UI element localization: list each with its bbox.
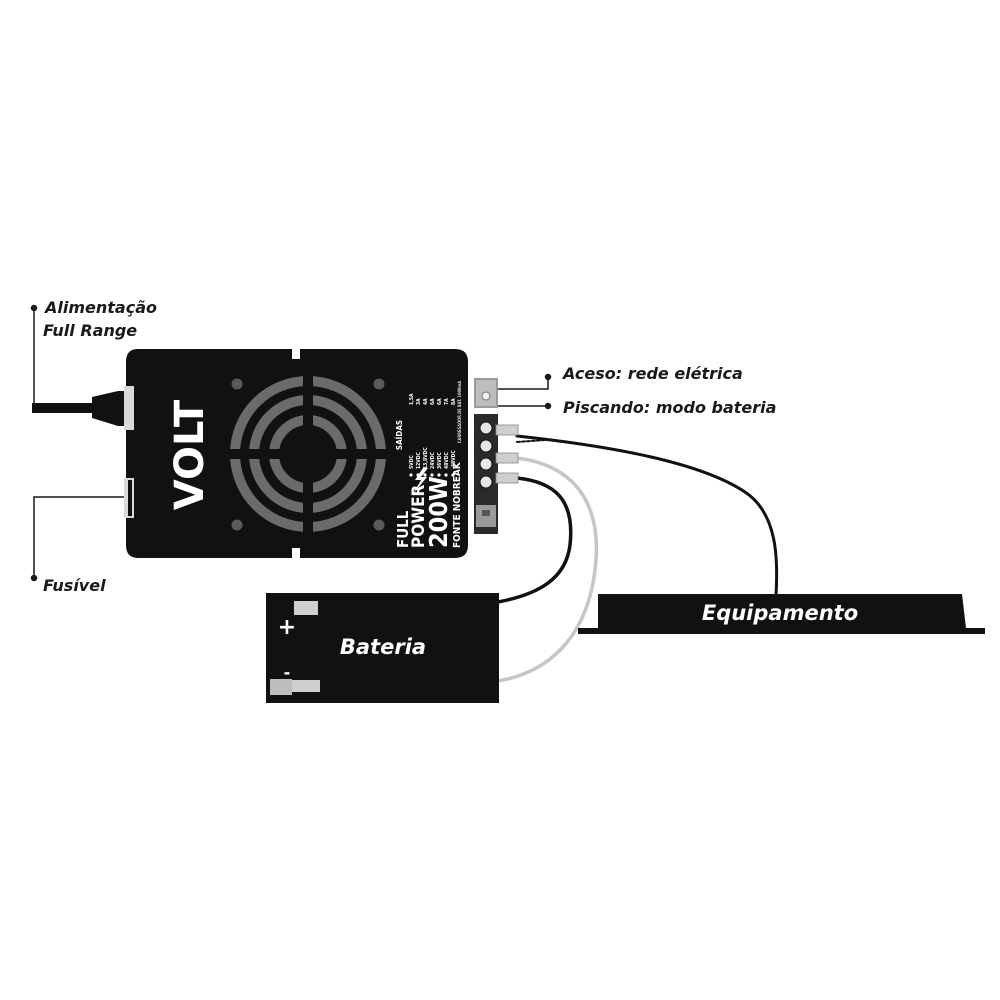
equipment-wire-twist: [516, 439, 546, 443]
output-voltage: 24VDC: [430, 452, 436, 469]
terminal-screws: [479, 421, 493, 489]
led-indicator-icon: [481, 391, 491, 401]
terminal-block: [474, 378, 519, 534]
output-current: 8A: [451, 398, 457, 405]
model-power: POWER: [409, 484, 429, 548]
output-current: 7A: [444, 398, 450, 405]
battery-positive-wire: [496, 476, 573, 604]
charger-note: CARREGADOR DE BAT. 1000mA: [457, 381, 462, 443]
output-current: 6A: [430, 398, 436, 405]
led-blink-leader-dot: [544, 402, 552, 410]
output-voltage: -48VDC: [451, 450, 457, 469]
battery-plus-sign: +: [278, 615, 296, 640]
fuse-callout: Fusível: [43, 576, 106, 595]
screw-hole: [231, 378, 243, 390]
brand-logo: VOLT: [167, 399, 213, 510]
output-voltage: 5VDC: [409, 455, 415, 469]
wire-ferrule: [495, 452, 519, 464]
output-led-icon: [437, 473, 441, 477]
output-voltage: 13,8VDC: [423, 447, 429, 469]
equipment-body: [578, 594, 985, 634]
led-on-leader-dot: [544, 373, 552, 381]
output-led-icon: [409, 473, 413, 477]
output-led-icon: [423, 473, 427, 477]
battery-negative-terminal: [270, 679, 292, 695]
output-current: 4A: [423, 398, 429, 405]
battery: + - Bateria: [266, 593, 499, 703]
wire-ferrule: [495, 472, 519, 484]
nobreak-device: VOLT SAÍDAS 5VDC 1,5A 12VDC 3A 13,8VDC 4A 24VD…: [124, 349, 519, 558]
power-inlet: [124, 386, 134, 430]
battery-label: Bateria: [340, 635, 426, 659]
fuse-leader-dot: [30, 574, 38, 582]
screw-hole: [231, 519, 243, 531]
equipment-wire: [515, 434, 779, 598]
battery-positive-terminal: [294, 601, 318, 615]
output-current: 1,5A: [409, 393, 415, 405]
callout-leaders: [30, 304, 552, 582]
model-name: FULL POWER 200W FONTE NOBREAK: [394, 461, 463, 548]
output-voltage: 36VDC: [437, 452, 443, 469]
power-cable: [32, 391, 132, 426]
screw-hole: [373, 519, 385, 531]
output-current: 6A: [437, 398, 443, 405]
power-callout-line2: Full Range: [43, 321, 138, 340]
outputs-table: SAÍDAS 5VDC 1,5A 12VDC 3A 13,8VDC 4A 24VDC 6A 36…: [393, 393, 457, 477]
led-on-callout: Aceso: rede elétrica: [563, 364, 743, 383]
battery-negative-ferrule: [292, 680, 320, 692]
output-voltage: 48VDC: [444, 452, 450, 469]
led-blink-callout: Piscando: modo bateria: [563, 398, 777, 417]
output-led-icon: [430, 473, 434, 477]
power-leader-dot: [30, 304, 38, 312]
model-subtitle: FONTE NOBREAK: [452, 461, 463, 548]
fan-grille-spokes: [228, 374, 388, 534]
equipment-label: Equipamento: [702, 601, 858, 625]
wire-ferrule: [495, 424, 519, 436]
outputs-title: SAÍDAS: [393, 420, 404, 450]
output-led-icon: [451, 473, 455, 477]
battery-minus-sign: -: [284, 663, 291, 682]
output-current: 3A: [416, 398, 422, 405]
model-full: FULL: [394, 510, 412, 548]
model-watts: 200W: [424, 476, 453, 548]
screw-hole: [373, 378, 385, 390]
output-led-icon: [444, 473, 448, 477]
power-callout-line1: Alimentação: [45, 298, 157, 317]
lightning-bolt-icon: [413, 468, 428, 494]
led-on-leader-line: [490, 377, 549, 390]
fuse-leader-line: [33, 496, 128, 578]
output-voltage: 12VDC: [416, 452, 422, 469]
equipment: Equipamento: [578, 594, 985, 634]
